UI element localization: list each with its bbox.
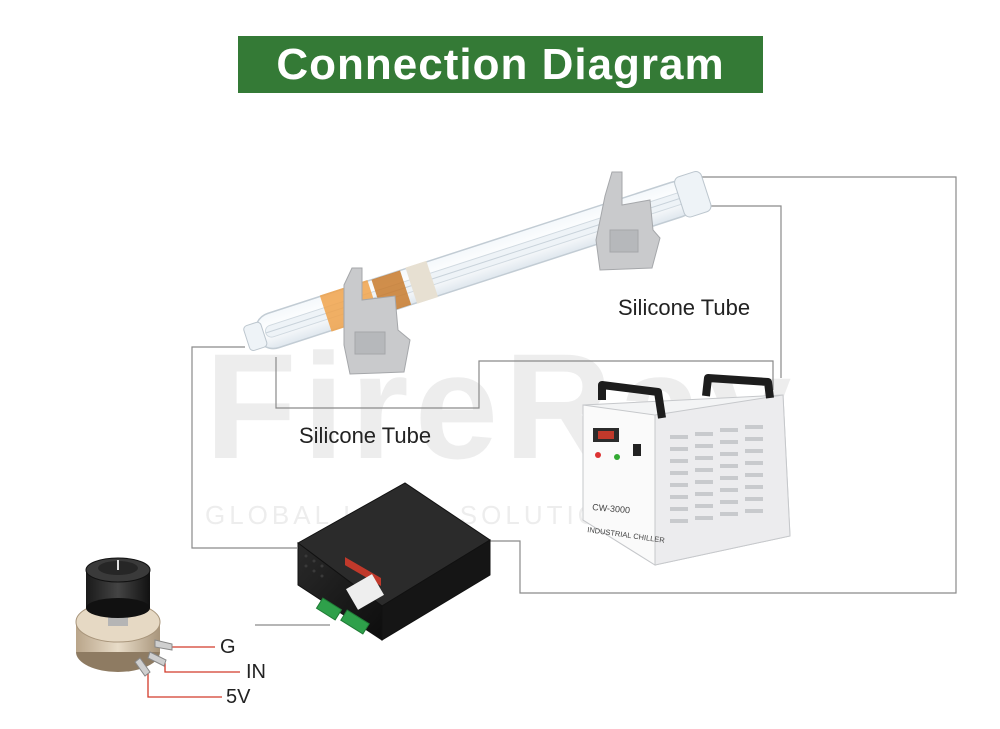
- laser-tube: [243, 170, 712, 375]
- silicone-tube-left-line: [275, 357, 774, 409]
- wire-tube-anode-to-chiller: [488, 176, 957, 594]
- chiller-vents: [670, 425, 763, 523]
- wire-5v: [147, 672, 222, 698]
- silicone-tube-label-right: Silicone Tube: [618, 295, 751, 320]
- pot-label-g: G: [220, 636, 236, 658]
- potentiometer-wires: [147, 646, 240, 698]
- title-banner: Connection Diagram: [238, 36, 763, 93]
- laser-power-supply: [297, 482, 491, 641]
- pot-label-5v: 5V: [226, 686, 251, 708]
- tube-bracket-right: [595, 171, 661, 271]
- wire-in: [164, 663, 240, 673]
- chiller-model-label: CW-3000: [592, 502, 631, 515]
- wire-tube-cathode-to-psu: [191, 346, 297, 549]
- potentiometer: [75, 557, 173, 677]
- tube-bracket-left: [343, 267, 411, 375]
- silicone-tube-label-left: Silicone Tube: [299, 423, 432, 448]
- water-chiller: CW-3000 INDUSTRIAL CHILLER: [582, 374, 791, 566]
- pot-label-in: IN: [246, 661, 266, 683]
- page-title: Connection Diagram: [276, 39, 725, 89]
- silicone-tube-right-line: [655, 205, 782, 378]
